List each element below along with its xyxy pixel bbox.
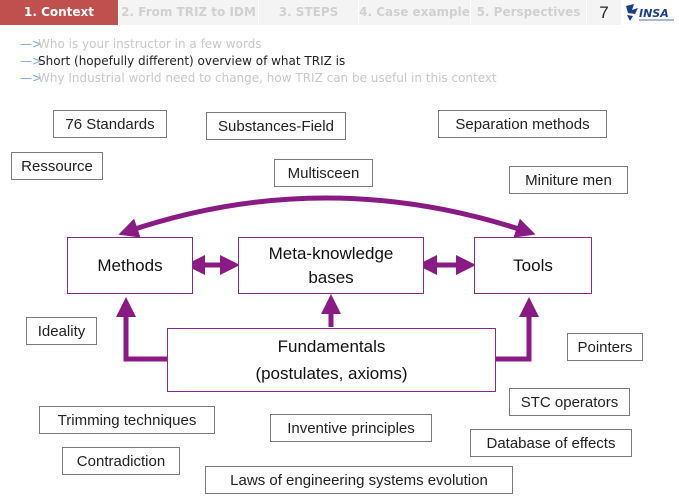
label-ressource: Ressource [11,152,103,180]
tab-context[interactable]: 1. Context [0,0,119,25]
label-pointers: Pointers [567,333,643,361]
bullet-arrow-icon: —> [20,71,43,85]
label-database-of-effects: Database of effects [470,429,632,457]
bullet-text: Who is your instructor in a few words [38,37,262,51]
bullet-list: —>Who is your instructor in a few words … [20,36,497,87]
label-miniture-men: Miniture men [509,166,628,194]
bullet-text: Why Industrial world need to change, how… [38,71,497,85]
arrow-fundamentals-methods [116,297,168,362]
arrow-methods-tools [118,195,536,238]
label-stc-operators: STC operators [509,388,630,416]
label-laws-of-engineering: Laws of engineering systems evolution [205,466,513,494]
tools-label: Tools [513,256,553,275]
insa-logo-icon: INSA [626,4,674,21]
methods-box: Methods [67,237,193,294]
bullet-arrow-icon: —> [20,54,43,68]
meta-knowledge-line2: bases [308,267,354,287]
label-contradiction: Contradiction [62,447,180,475]
label-multisceen: Multisceen [274,159,373,187]
bullet-arrow-icon: —> [20,37,43,51]
label-separation-methods: Separation methods [438,110,607,138]
bullet-text: Short (hopefully different) overview of … [38,54,346,68]
tab-steps[interactable]: 3. STEPS [259,0,359,25]
label-76-standards: 76 Standards [53,110,167,138]
label-trimming-techniques: Trimming techniques [39,406,215,434]
page-number: 7 [587,0,621,25]
tools-box: Tools [474,237,592,294]
logo-text: INSA [639,7,669,20]
fundamentals-box: Fundamentals (postulates, axioms) [167,328,496,392]
bullet-item-triz-overview: —>Short (hopefully different) overview o… [20,53,497,70]
bullet-item-industrial-world: —>Why Industrial world need to change, h… [20,70,497,87]
fundamentals-line1: Fundamentals [277,337,386,356]
meta-knowledge-line1: Meta-knowledge [268,243,394,263]
fundamentals-line2: (postulates, axioms) [255,364,408,383]
label-substances-field: Substances-Field [206,112,346,140]
top-nav-bar: 1. Context 2. From TRIZ to IDM 3. STEPS … [0,0,679,27]
arrow-fundamentals-tools [495,297,539,362]
bullet-item-instructor: —>Who is your instructor in a few words [20,36,497,53]
tab-case-example[interactable]: 4. Case example [359,0,471,25]
tab-perspectives[interactable]: 5. Perspectives [471,0,587,25]
label-ideality: Ideality [26,317,97,345]
methods-label: Methods [97,256,163,275]
tab-from-triz-to-idm[interactable]: 2. From TRIZ to IDM [119,0,259,25]
meta-knowledge-box: Meta-knowledge bases [238,237,424,294]
label-inventive-principles: Inventive principles [270,414,432,442]
